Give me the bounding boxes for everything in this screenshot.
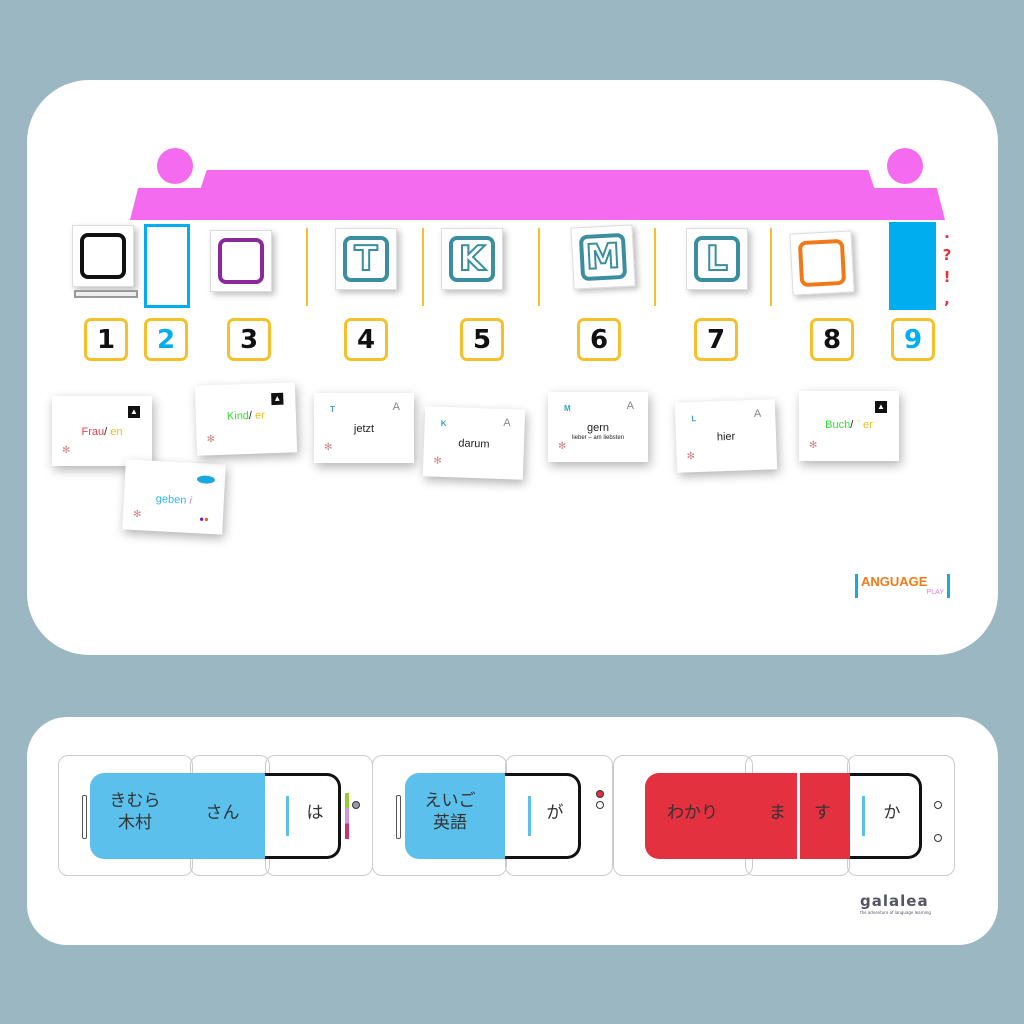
- word-card-geben[interactable]: geben i ✻ ●●: [122, 459, 226, 535]
- star-icon: ✻: [132, 508, 142, 521]
- verb-block-wakarimasu[interactable]: [645, 773, 850, 859]
- particle-wa: は: [306, 803, 324, 823]
- slot-number-5: 5: [460, 318, 504, 361]
- star-icon: ✻: [558, 441, 567, 452]
- word-san: さん: [205, 803, 240, 823]
- word-card-jetzt[interactable]: T A jetzt ✻: [314, 393, 414, 463]
- language-play-logo: ANGUAGE PLAY: [855, 574, 950, 598]
- card-letter: L: [691, 414, 697, 424]
- adverb-icon: A: [626, 400, 634, 412]
- slot-4-tile[interactable]: T: [335, 228, 397, 290]
- rail-knob-left: [157, 148, 193, 184]
- star-icon: ✻: [433, 455, 442, 467]
- word-su: す: [814, 803, 831, 823]
- slot-7-tile[interactable]: L: [686, 228, 748, 290]
- question-mark: ?: [942, 246, 952, 264]
- divider: [654, 228, 656, 306]
- cursor-bar: [862, 796, 865, 836]
- word-card-kind[interactable]: ▲ Kind/ er ✻: [194, 382, 298, 456]
- connector-dot: [596, 790, 604, 798]
- cursor-bar: [528, 796, 531, 836]
- slot-5-tile[interactable]: K: [441, 228, 503, 290]
- rail-knob-right: [887, 148, 923, 184]
- connector-dot: [596, 801, 604, 809]
- slot-3-tile[interactable]: [210, 230, 272, 292]
- slot-number-7: 7: [694, 318, 738, 361]
- blue-oval-icon: [196, 475, 216, 485]
- plural-icon: ▲: [875, 401, 887, 413]
- cursor-bar: [286, 796, 289, 836]
- slot-9-box[interactable]: [889, 222, 936, 310]
- slot-number-3: 3: [227, 318, 271, 361]
- exclamation-mark: !: [943, 268, 951, 286]
- card-letter: K: [440, 418, 447, 429]
- adverb-icon: A: [753, 407, 762, 421]
- keyboard-icon: [74, 290, 138, 298]
- word-wakari: わかり: [667, 803, 718, 823]
- connector-dot: [352, 801, 360, 809]
- slot-number-2: 2: [144, 318, 188, 361]
- star-icon: ✻: [686, 451, 696, 463]
- divider: [422, 228, 424, 306]
- card-letter: T: [330, 405, 335, 414]
- handle-icon: [396, 795, 401, 839]
- star-icon: ✻: [206, 434, 216, 446]
- word-eigo: えいご英語: [424, 791, 476, 833]
- color-tab-icon: [345, 793, 349, 839]
- adverb-icon: A: [392, 401, 400, 413]
- word-card-hier[interactable]: L A hier ✻: [674, 399, 778, 473]
- slot-number-4: 4: [344, 318, 388, 361]
- divider: [770, 228, 772, 306]
- star-icon: ✻: [62, 445, 71, 456]
- slot-number-6: 6: [577, 318, 621, 361]
- card-word: darum: [458, 437, 490, 451]
- slot-1-tile[interactable]: [72, 225, 134, 287]
- adverb-icon: A: [503, 417, 511, 430]
- plural-icon: ▲: [128, 406, 140, 418]
- connector-dots-icon: ●●: [198, 514, 210, 524]
- slot-6-tile[interactable]: M: [570, 224, 636, 290]
- star-icon: ✻: [809, 440, 818, 451]
- block-separator: [797, 773, 800, 859]
- punctuation-list: . ? ! ,: [940, 222, 954, 310]
- card-word: hier: [716, 430, 736, 444]
- particle-block-ga[interactable]: [505, 773, 581, 859]
- divider: [538, 228, 540, 306]
- slot-8-tile[interactable]: [789, 230, 855, 296]
- divider: [306, 228, 308, 306]
- slot-number-9: 9: [891, 318, 935, 361]
- particle-ka: か: [883, 803, 901, 823]
- comma: ,: [944, 290, 950, 308]
- connector-dot: [934, 834, 942, 842]
- card-word: gern: [586, 422, 610, 434]
- card-letter: M: [564, 404, 571, 413]
- slot-2-box[interactable]: [144, 224, 190, 308]
- connector-dot: [934, 801, 942, 809]
- rail-lower: [130, 188, 945, 220]
- handle-icon: [82, 795, 87, 839]
- word-ma: ま: [769, 803, 786, 823]
- word-kimura: きむら木村: [109, 791, 161, 833]
- plural-icon: ▲: [271, 392, 284, 406]
- star-icon: ✻: [324, 442, 333, 453]
- slot-number-1: 1: [84, 318, 128, 361]
- slot-number-8: 8: [810, 318, 854, 361]
- particle-ga: が: [546, 803, 564, 823]
- rail-upper: [200, 170, 875, 190]
- card-subtext: lieber – am liebsten: [571, 435, 625, 441]
- galalea-logo: galalea the adventure of language learni…: [860, 892, 931, 915]
- noun-block-eigo[interactable]: [405, 773, 510, 859]
- word-card-gern[interactable]: M A gern lieber – am liebsten ✻: [548, 392, 648, 462]
- particle-block-wa[interactable]: [265, 773, 341, 859]
- word-card-buch[interactable]: ▲ Buch/ ¨ er ✻: [799, 391, 899, 461]
- noun-block-kimura[interactable]: [90, 773, 280, 859]
- period: .: [944, 224, 950, 242]
- word-card-frau[interactable]: ▲ Frau/ en ✻: [52, 396, 152, 466]
- word-card-darum[interactable]: K A darum ✻: [422, 406, 526, 480]
- card-word: jetzt: [353, 423, 375, 435]
